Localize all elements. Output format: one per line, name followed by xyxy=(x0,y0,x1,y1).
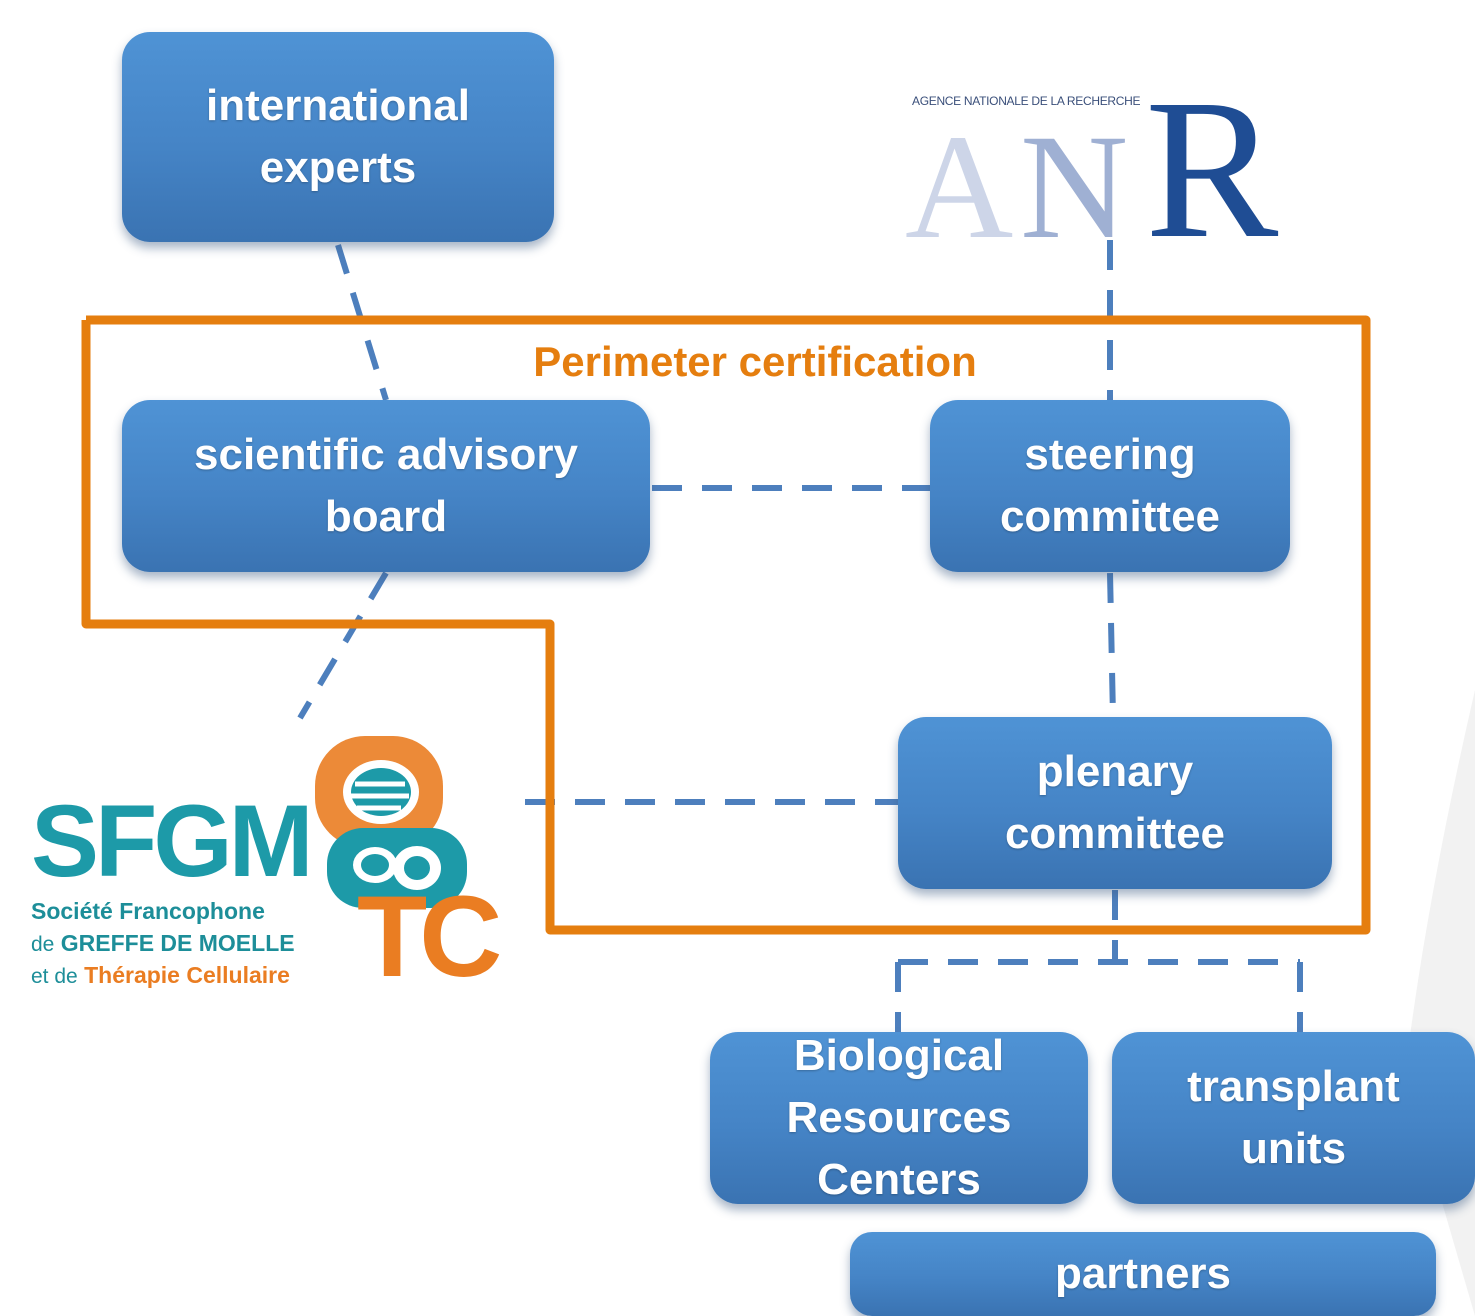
sfgm-line-2: de GREFFE DE MOELLE xyxy=(31,930,295,956)
anr-letter-a: A xyxy=(905,104,1014,270)
international-experts-node[interactable]: international experts xyxy=(122,32,554,242)
sfgm-acronym: SFGM xyxy=(31,784,314,898)
sfgm-tc-logo: SFGM TC Société Francophone de GREFFE DE… xyxy=(25,730,502,1000)
sfgm-cell-graphic xyxy=(315,736,467,908)
sfgm-line-1: Société Francophone xyxy=(31,898,265,924)
perimeter-outline xyxy=(81,315,1371,935)
plenary-committee-node[interactable]: plenary committee xyxy=(898,717,1332,889)
transplant-units-node[interactable]: transplant units xyxy=(1112,1032,1475,1204)
scientific-advisory-board-node[interactable]: scientific advisory board xyxy=(122,400,650,572)
anr-letter-n: N xyxy=(1020,104,1129,270)
sfgm-line-3-main: Thérapie Cellulaire xyxy=(84,962,290,988)
biological-resources-centers-node[interactable]: Biological Resources Centers xyxy=(710,1031,1088,1204)
link-experts-advisory xyxy=(335,244,389,401)
anr-tagline: AGENCE NATIONALE DE LA RECHERCHE xyxy=(912,94,1141,108)
link-advisory-sfgm xyxy=(297,571,389,720)
steering-committee-node[interactable]: steering committee xyxy=(930,400,1290,572)
decorative-gray-swoosh xyxy=(1405,690,1475,1316)
anr-logo: AGENCE NATIONALE DE LA RECHERCHE A N R xyxy=(905,70,1325,270)
sfgm-line-3-prefix: et de xyxy=(31,965,78,988)
perimeter-certification-label: Perimeter certification xyxy=(533,338,977,385)
partners-node[interactable]: partners xyxy=(850,1232,1436,1316)
link-steering-plenary xyxy=(1107,572,1116,718)
sfgm-tc-suffix: TC xyxy=(357,873,502,1001)
anr-letter-r: R xyxy=(1145,59,1279,280)
sfgm-line-2-prefix: de xyxy=(31,933,55,956)
sfgm-line-2-main: GREFFE DE MOELLE xyxy=(60,930,295,956)
sfgm-line-3: et de Thérapie Cellulaire xyxy=(31,962,290,988)
